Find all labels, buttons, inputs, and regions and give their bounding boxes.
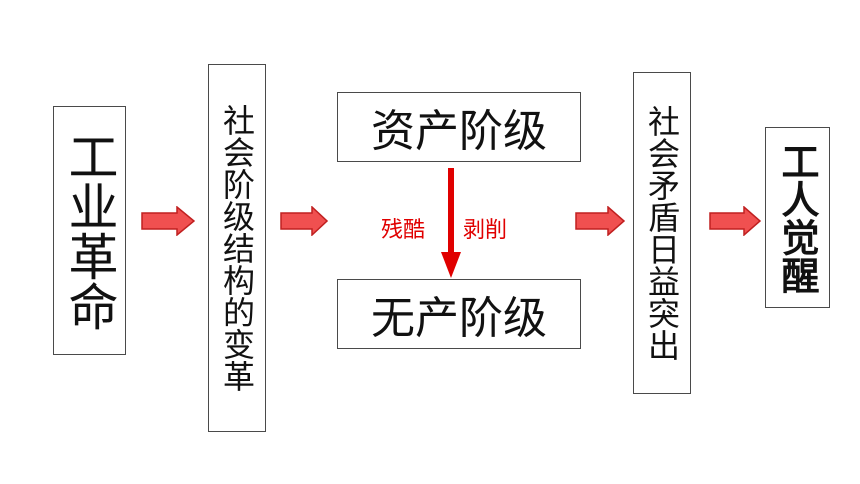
node-social-contradiction: 社会矛盾日益突出 <box>633 72 691 394</box>
node-worker-awakening: 工人觉醒 <box>765 127 830 308</box>
node-proletariat: 无产阶级 <box>337 279 581 349</box>
node-label: 社会矛盾日益突出 <box>643 105 681 361</box>
edge-label-exploitation: 剥削 <box>463 218 508 243</box>
right-arrow-icon <box>575 206 625 236</box>
down-arrow-icon <box>441 168 461 278</box>
right-arrow-icon <box>280 206 328 236</box>
node-industrial-revolution: 工业革命 <box>53 106 126 355</box>
node-label: 资产阶级 <box>371 106 547 157</box>
node-label: 无产阶级 <box>371 293 547 344</box>
node-bourgeoisie: 资产阶级 <box>337 92 581 162</box>
node-class-structure-change: 社会阶级结构的变革 <box>208 64 266 432</box>
node-label: 工人觉醒 <box>775 141 819 294</box>
right-arrow-icon <box>141 206 195 236</box>
node-label: 工业革命 <box>60 130 119 331</box>
right-arrow-icon <box>709 206 761 236</box>
edge-label-cruel: 残酷 <box>381 218 426 243</box>
node-label: 社会阶级结构的变革 <box>218 104 256 392</box>
